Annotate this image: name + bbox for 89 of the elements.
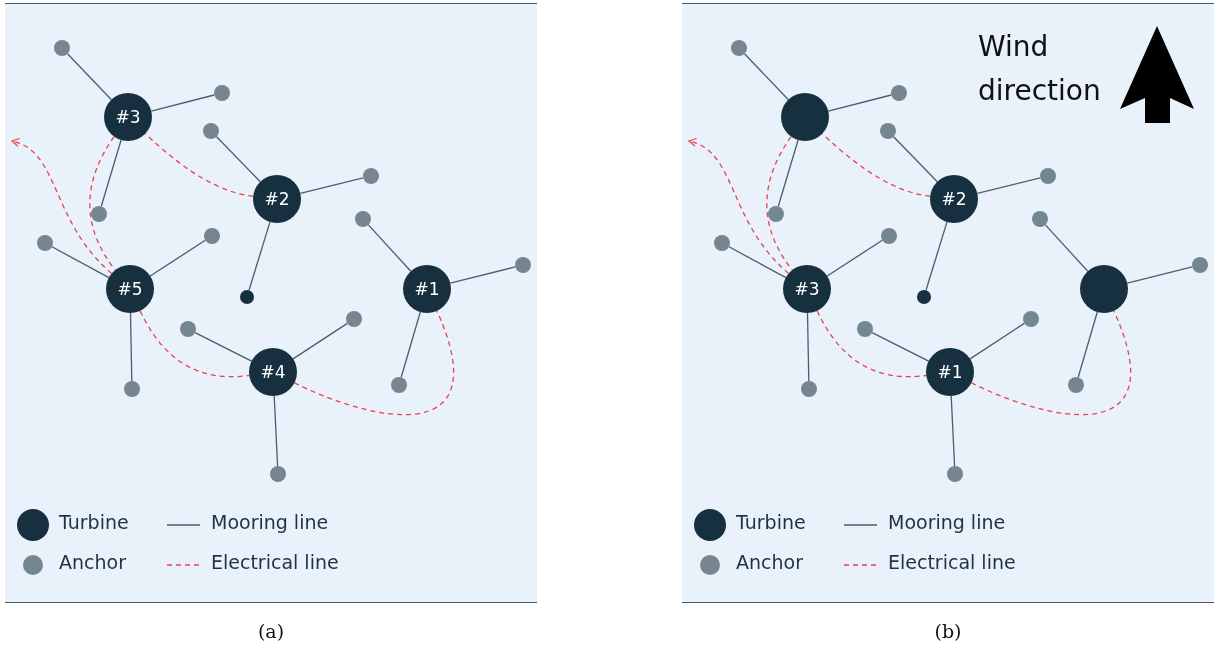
mooring-line — [150, 94, 215, 112]
mooring-line — [871, 331, 930, 362]
turbine-circle: #2 — [253, 175, 301, 223]
anchor-dot — [180, 321, 196, 337]
cable-line — [970, 310, 1132, 416]
wind-label: Wind direction — [978, 29, 1102, 109]
mooring-line — [194, 331, 253, 362]
mooring-line — [969, 322, 1025, 360]
panel-background — [5, 3, 537, 603]
anchor-dot — [91, 206, 107, 222]
anchor-dot — [731, 40, 747, 56]
anchor-dot — [355, 211, 371, 227]
anchor-dot — [1192, 257, 1208, 273]
anchor-dot — [714, 235, 730, 251]
anchor-dot — [891, 85, 907, 101]
turbine-circle: #1 — [926, 348, 974, 396]
anchor-dot — [270, 466, 286, 482]
legend-text: Electrical line — [888, 551, 1016, 573]
mooring-line — [976, 177, 1041, 194]
anchor-dot — [881, 228, 897, 244]
mooring-line — [743, 53, 790, 101]
anchor-dot — [947, 466, 963, 482]
mooring-line — [827, 94, 892, 112]
mooring-line — [273, 395, 279, 467]
cable-line — [11, 138, 113, 275]
anchor-dot — [391, 377, 407, 393]
anchor-dot — [1040, 168, 1056, 184]
mooring-line — [129, 312, 133, 382]
mooring-line — [777, 139, 799, 207]
anchor-dot — [37, 235, 53, 251]
turbine-circle — [781, 93, 829, 141]
anchor-dot — [204, 228, 220, 244]
legend-text: Anchor — [59, 551, 126, 573]
mooring-line — [826, 239, 883, 277]
turbine-circle: #3 — [104, 93, 152, 141]
mooring-line — [892, 136, 938, 183]
cable-line — [293, 310, 455, 416]
anchor-dot — [801, 381, 817, 397]
mooring-line — [1044, 224, 1089, 272]
mooring-line — [728, 246, 787, 279]
mooring-line — [100, 139, 122, 207]
turbine-circle: #3 — [783, 265, 831, 313]
turbine-circle: #5 — [106, 265, 154, 313]
mooring-line — [248, 221, 271, 291]
legend-text: Turbine — [59, 511, 129, 533]
anchor-dot — [203, 123, 219, 139]
anchor-dot — [124, 381, 140, 397]
anchor-dot — [363, 168, 379, 184]
subfigure-label: (b) — [934, 620, 962, 642]
mooring-line — [449, 266, 516, 284]
mooring-line — [292, 322, 348, 360]
turbine-circle: #2 — [930, 175, 978, 223]
panel-background — [682, 3, 1214, 603]
cable-line — [688, 138, 790, 275]
anchor-dot — [768, 206, 784, 222]
anchor-dot — [1023, 311, 1039, 327]
cable-line — [139, 310, 250, 378]
mooring-line — [149, 239, 206, 277]
turbine-circle: #1 — [403, 265, 451, 313]
legend-text: Turbine — [736, 511, 806, 533]
anchor-dot — [214, 85, 230, 101]
legend-text: Electrical line — [211, 551, 339, 573]
anchor-dot — [54, 40, 70, 56]
anchor-dot — [880, 123, 896, 139]
legend-text: Mooring line — [888, 511, 1006, 533]
turbine-circle: #4 — [249, 348, 297, 396]
anchor-dot — [515, 257, 531, 273]
mooring-line — [1126, 266, 1193, 284]
subfigure-label: (a) — [257, 620, 285, 642]
mooring-line — [66, 53, 113, 101]
mooring-line — [367, 224, 412, 272]
mooring-line — [51, 246, 110, 279]
cable-line — [816, 310, 927, 378]
anchor-dot — [346, 311, 362, 327]
marker-dot — [917, 290, 931, 304]
mooring-line — [1077, 311, 1098, 378]
turbine-circle — [1080, 265, 1128, 313]
legend-text: Anchor — [736, 551, 803, 573]
mooring-line — [215, 136, 261, 183]
anchor-dot — [857, 321, 873, 337]
anchor-dot — [1068, 377, 1084, 393]
anchor-dot — [1032, 211, 1048, 227]
mooring-line — [806, 312, 810, 382]
mooring-line — [400, 311, 421, 378]
mooring-line — [925, 221, 948, 291]
mooring-line — [950, 395, 956, 467]
legend-text: Mooring line — [211, 511, 329, 533]
mooring-line — [299, 177, 364, 194]
marker-dot — [240, 290, 254, 304]
